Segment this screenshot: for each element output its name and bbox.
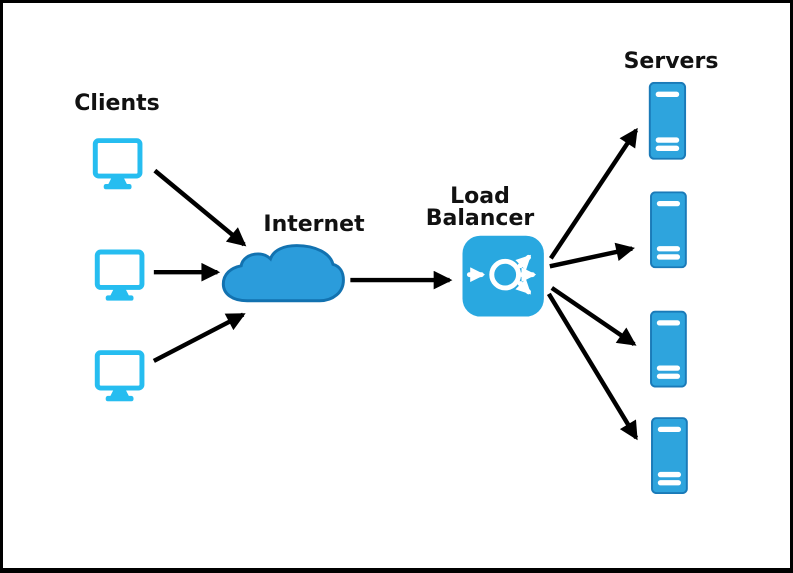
internet-label: Internet	[263, 212, 365, 237]
monitor-icon	[97, 353, 142, 402]
server-icon	[648, 81, 687, 160]
arrow-loadbalancer-server2	[549, 242, 635, 269]
servers-label: Servers	[623, 49, 719, 74]
server-icon	[649, 310, 687, 388]
clients-label: Clients	[74, 91, 160, 116]
arrow-client1-internet	[153, 168, 247, 247]
server-icon	[650, 417, 688, 495]
monitor-icon	[95, 141, 140, 190]
cloud-icon	[221, 244, 345, 303]
lb-circle	[489, 258, 522, 291]
arrow-loadbalancer-server1	[548, 127, 639, 260]
arrow-loadbalancer-server4	[546, 292, 639, 441]
server-icon	[649, 191, 687, 269]
arrow-loadbalancer-server3	[550, 286, 637, 346]
lb-out-arrow-up	[515, 254, 532, 271]
load-balancer-label: Load Balancer	[425, 184, 535, 231]
diagram-edges	[152, 127, 639, 441]
monitor-icon	[97, 252, 142, 301]
diagram-layer	[3, 81, 688, 495]
lb-out-arrow-down	[515, 278, 532, 295]
load-balancer-icon	[462, 235, 544, 317]
arrow-client3-internet	[152, 312, 246, 363]
